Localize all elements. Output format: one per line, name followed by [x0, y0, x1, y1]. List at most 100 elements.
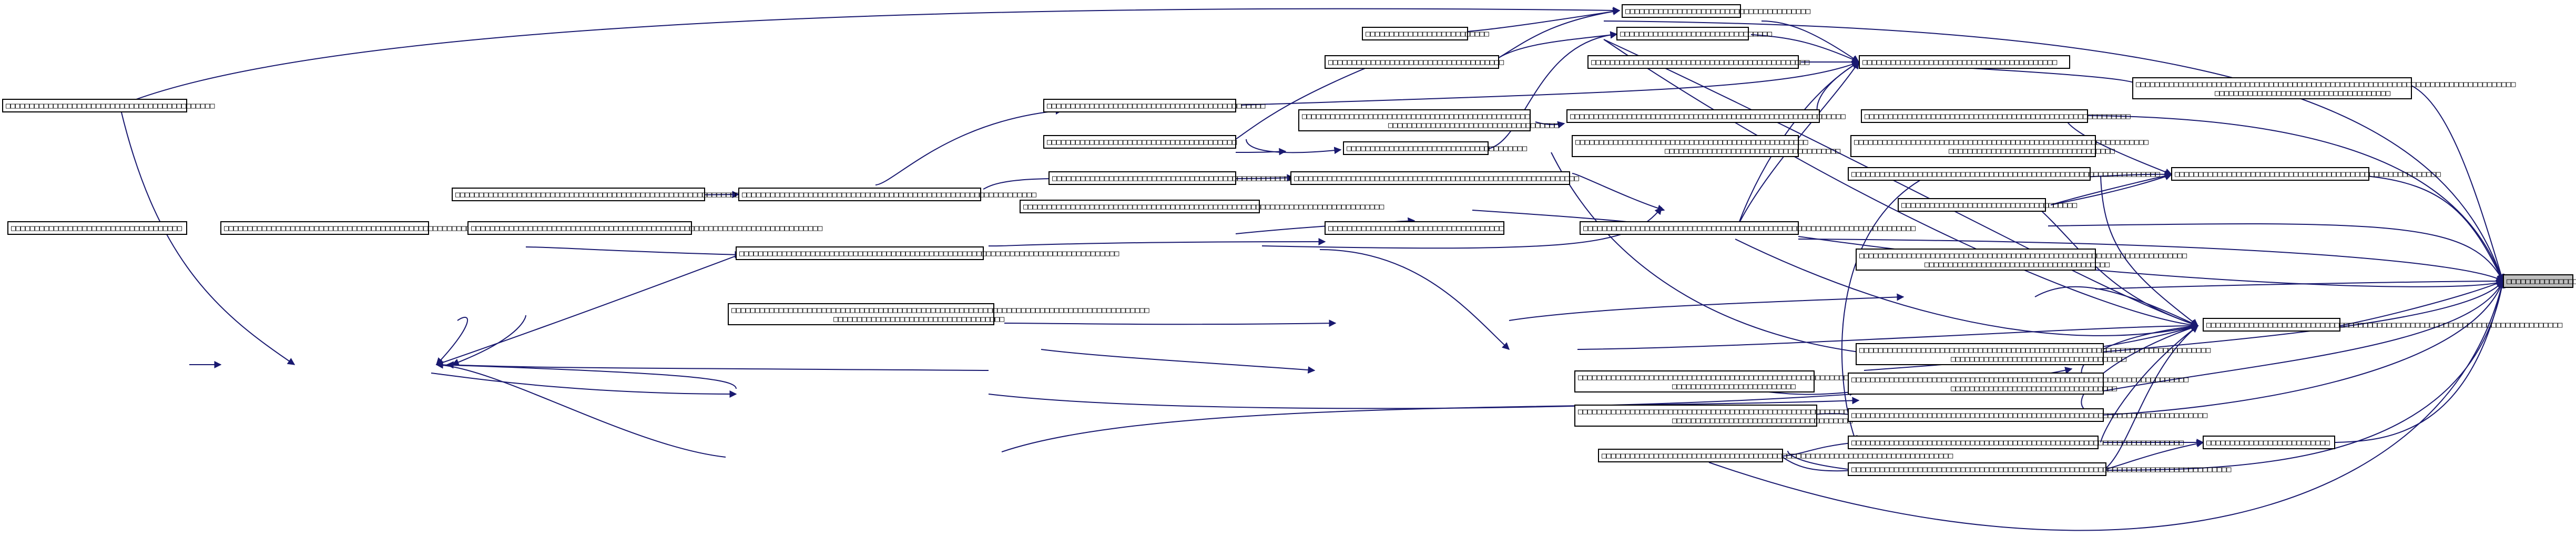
graph-node[interactable]: □□□□□□□□□□□□□□□□□□□□□□□□□□□□□□□□□□□□□□□□…: [1848, 373, 2188, 395]
node-label: □□□□□□□□□□□□□□□□□□□□□□□□□□□□□□□□: [1620, 29, 1772, 38]
edge: [120, 110, 296, 365]
edge: [451, 315, 526, 366]
node-label: □□□□□□□□□□□□□□□□□□□□□□□□□□□□□□□□□□□□□□□□…: [1578, 407, 1906, 416]
edge: [525, 246, 742, 259]
node-label-line2: □□□□□□□□□□□□□□□□□□□□□□□□□□□□□□□□□□□: [1949, 146, 2115, 156]
graph-node-root[interactable]: □□□□□□□□□□□□□□□□□□□□□□: [2503, 274, 2576, 288]
node-label: □□□□□□□□□□□□□□□□□□□□□□□□□□□□□□□□□□□□□: [1328, 57, 1504, 67]
node-label-line2: □□□□□□□□□□□□□□□□□□□□□□□□□□□□□□□□□□□□□□: [1672, 416, 1852, 425]
node-label-line2: □□□□□□□□□□□□□□□□□□□□□□□□□□□□□□□□□□□□□□□: [1925, 260, 2110, 269]
edge: [1708, 280, 2505, 531]
graph-node[interactable]: □□□□□□□□□□□□□□□□□□□□□□□□□□□□□□□□□□□□□□□□…: [1048, 171, 1299, 185]
graph-node[interactable]: □□□□□□□□□□□□□□□□□□□□□□□□□□□□□□□□□□□□□□□□…: [2171, 167, 2441, 181]
edge: [1782, 457, 1857, 474]
node-label: □□□□□□□□□□□□□□□□□□□□□□□□□□□□□□□□□□□□□□□□…: [2175, 169, 2441, 179]
graph-node[interactable]: □□□□□□□□□□□□□□□□□□□□□□□□□□□□□□□□□□□□□□□□…: [2, 99, 215, 112]
graph-node[interactable]: □□□□□□□□□□□□□□□□□□□□□□□□□□□□□□□□□□□□□□□□…: [1859, 55, 2070, 69]
edge: [1235, 62, 1379, 140]
graph-node[interactable]: □□□□□□□□□□□□□□□□□□□□□□□□□□□□□□□□□□□□□□□□…: [2203, 318, 2562, 332]
graph-node[interactable]: □□□□□□□□□□□□□□□□□□□□□□□□□□□□□□□□□□□□□□□□…: [1598, 449, 1953, 462]
node-label: □□□□□□□□□□□□□□□□□□□□□□□□□□□□□□□□□□□□□□□□…: [1602, 451, 1953, 460]
edge: [1603, 39, 2199, 327]
graph-node[interactable]: □□□□□□□□□□□□□□□□□□□□□□□□□□□□□□□□□□□□□□□□…: [1574, 370, 1891, 392]
node-label: □□□□□□□□□□□□□□□□□□□□□□□□□□□□□□□□□□□□□□□□…: [1583, 223, 1916, 233]
graph-node[interactable]: □□□□□□□□□□□□□□□□□□□□□□□□□□□□□□□□□□□□□□□□…: [1290, 171, 1579, 185]
graph-node[interactable]: □□□□□□□□□□□□□□□□□□□□□□□□□□□□□□□□□□□□□□□□…: [736, 246, 1119, 260]
edge: [2105, 440, 2204, 470]
edge: [1603, 39, 2199, 329]
graph-node[interactable]: □□□□□□□□□□□□□□□□□□□□□□□□□□□□□□□□□□□□□□□□…: [1020, 200, 1384, 213]
edge: [2366, 175, 2503, 282]
graph-node[interactable]: □□□□□□□□□□□□□□□□□□□□□□□□□□□□□□□□□□□□□□□□…: [1848, 436, 2184, 449]
edge: [2100, 175, 2199, 326]
edge: [1577, 322, 2199, 350]
edge: [1841, 168, 1946, 443]
graph-node[interactable]: □□□□□□□□□□□□□□□□□□□□□□□□□□□□□□□□□□□□□: [1325, 221, 1504, 235]
graph-node[interactable]: □□□□□□□□□□□□□□□□□□□□□□□□□□□□□□□□□□□□□□□: [1622, 4, 1810, 18]
edge: [1467, 7, 1621, 32]
graph-node[interactable]: □□□□□□□□□□□□□□□□□□□□□□□□□□□□□□□□□□□□□□□□…: [1043, 99, 1265, 112]
graph-node[interactable]: □□□□□□□□□□□□□□□□□□□□□□□□□□□□□□□□□□□□□□□□…: [1856, 249, 2187, 271]
graph-node[interactable]: □□□□□□□□□□□□□□□□□□□□□□□□□□□□□□□□□□□□□□□□…: [1861, 109, 2131, 123]
graph-node[interactable]: □□□□□□□□□□□□□□□□□□□□□□□□□□□□□□□□□□□□□□□□…: [738, 188, 1036, 201]
node-label: □□□□□□□□□□□□□□□□□□□□□□□□□□□□□□□□□□□□□□□□…: [1052, 173, 1299, 183]
graph-node[interactable]: □□□□□□□□□□□□□□□□□□□□□□□□□□□□□□□□□□□□□□□□…: [728, 303, 1149, 325]
graph-node[interactable]: □□□□□□□□□□□□□□□□□□□□□□□□□□□□□□□□□□□□□□□□…: [452, 188, 759, 201]
graph-node[interactable]: □□□□□□□□□□□□□□□□□□□□□□□□□□□□□□□□□□□□□□□□…: [1848, 462, 2231, 476]
edge: [1319, 249, 1510, 350]
node-label: □□□□□□□□□□□□□□□□□□□□□□□□□□□□□□□□□□□□□□□□…: [455, 190, 759, 199]
node-label: □□□□□□□□□□□□□□□□□□□□□□□□□□□□□□□□□□□□□□□□…: [1570, 111, 1846, 121]
graph-node[interactable]: □□□□□□□□□□□□□□□□□□□□□□□□□□□□□□□□□□□□□□□□…: [1574, 405, 1906, 427]
edge: [2100, 280, 2504, 416]
node-label: □□□□□□□□□□□□□□□□□□□□□□□□□□□□□□□□□□□□□□□□…: [1854, 137, 2149, 147]
graph-node[interactable]: □□□□□□□□□□□□□□□□□□□□□□□□□□: [1362, 27, 1489, 40]
graph-node[interactable]: □□□□□□□□□□□□□□□□□□□□□□□□□□□□□□□□□□□□□□□□…: [1587, 55, 1809, 69]
graph-node[interactable]: □□□□□□□□□□□□□□□□□□□□□□□□□□□□□□□□□□□□□□□□…: [1848, 408, 2207, 422]
graph-node[interactable]: □□□□□□□□□□□□□□□□□□□□□□□□□□□□□□□□□□□□: [7, 221, 187, 235]
edge: [435, 361, 726, 458]
graph-node[interactable]: □□□□□□□□□□□□□□□□□□□□□□□□□□□□□□□□□□□□□□□□…: [1580, 221, 1916, 235]
edge: [2408, 84, 2505, 282]
graph-node[interactable]: □□□□□□□□□□□□□□□□□□□□□□□□□□□□□□□□□□□□□□□□…: [1298, 109, 1559, 131]
graph-node[interactable]: □□□□□□□□□□□□□□□□□□□□□□□□□□: [2203, 436, 2335, 449]
graph-node[interactable]: □□□□□□□□□□□□□□□□□□□□□□□□□□□□□□□□□□□□□□□□…: [1572, 135, 1840, 157]
node-label: □□□□□□□□□□□□□□□□□□□□□□□□□□□□□□□□□□□□□□□□…: [471, 223, 822, 233]
edge: [2081, 324, 2199, 416]
node-label: □□□□□□□□□□□□□□□□□□□□□□□□□□□□□□□□□□□□□□□□…: [1851, 410, 2207, 420]
edge: [2050, 172, 2173, 205]
edge: [1498, 31, 1618, 58]
edge: [1041, 349, 1316, 374]
graph-node[interactable]: □□□□□□□□□□□□□□□□□□□□□□□□□□□□□□□□□□□□□□□□…: [467, 221, 822, 235]
node-label: □□□□□□□□□□□□□□□□□□□□□□□□□□□□□□□□□□□□□□□□…: [1591, 57, 1809, 67]
graph-node[interactable]: □□□□□□□□□□□□□□□□□□□□□□□□□□□□□□□□□□□□□□□□…: [1850, 135, 2149, 157]
node-label: □□□□□□□□□□□□□□□□□□□□□□□□□□□□□□□□□□□□□□□□…: [1023, 202, 1384, 211]
edge: [435, 361, 737, 389]
graph-node[interactable]: □□□□□□□□□□□□□□□□□□□□□□□□□□□□□□□□□□□□□□□□…: [1856, 343, 2211, 365]
edge: [2339, 280, 2504, 326]
edge: [2100, 280, 2503, 392]
edge: [435, 254, 739, 366]
node-label: □□□□□□□□□□□□□□□□□□□□□□□□□□□□□□□□□□□□□□□□…: [1851, 375, 2188, 384]
edge: [1488, 31, 1618, 149]
node-label: □□□□□□□□□□□□□□□□□□□□□□□□□□□□□□□□□□□□□□□□…: [742, 190, 1036, 199]
edge: [120, 6, 1621, 106]
edge: [2087, 115, 2504, 282]
node-label: □□□□□□□□□□□□□□□□□□□□□□□□□□□□□□□□□□□□□: [1328, 223, 1504, 233]
graph-node[interactable]: □□□□□□□□□□□□□□□□□□□□□□□□□□□□□□□□: [1616, 27, 1772, 40]
edge: [1798, 239, 2504, 282]
graph-node[interactable]: □□□□□□□□□□□□□□□□□□□□□□□□□□□□□□□□□□□□□□: [1343, 141, 1527, 155]
graph-node[interactable]: □□□□□□□□□□□□□□□□□□□□□□□□□□□□□□□□□□□□□□□□…: [1566, 109, 1846, 123]
edge: [1787, 450, 1857, 473]
node-label: □□□□□□□□□□□□□□□□□□□□□□□□□□□□□□□□□□□□□□□□…: [1578, 373, 1891, 382]
node-label: □□□□□□□□□□□□□□□□□□□□□□□□□□□□□□□□□□□□□□□□…: [1865, 111, 2131, 121]
graph-node[interactable]: □□□□□□□□□□□□□□□□□□□□□□□□□□□□□□□□□□□□□: [1325, 55, 1504, 69]
graph-node[interactable]: □□□□□□□□□□□□□□□□□□□□□□□□□□□□□□□□□□□□□□□□…: [1848, 167, 2160, 181]
graph-node[interactable]: □□□□□□□□□□□□□□□□□□□□□□□□□□□□□□□□□□□□□□□□: [1043, 135, 1237, 149]
graph-node[interactable]: □□□□□□□□□□□□□□□□□□□□□□□□□□□□□□□□□□□□□: [1898, 198, 2077, 212]
graph-node[interactable]: □□□□□□□□□□□□□□□□□□□□□□□□□□□□□□□□□□□□□□□□…: [2132, 77, 2516, 99]
edge: [1509, 293, 1905, 321]
node-label-line2: □□□□□□□□□□□□□□□□□□□□□□□□□□□□□□□□□□□□□: [1951, 354, 2126, 364]
edge: [1498, 8, 1621, 58]
edge: [1750, 34, 1860, 63]
